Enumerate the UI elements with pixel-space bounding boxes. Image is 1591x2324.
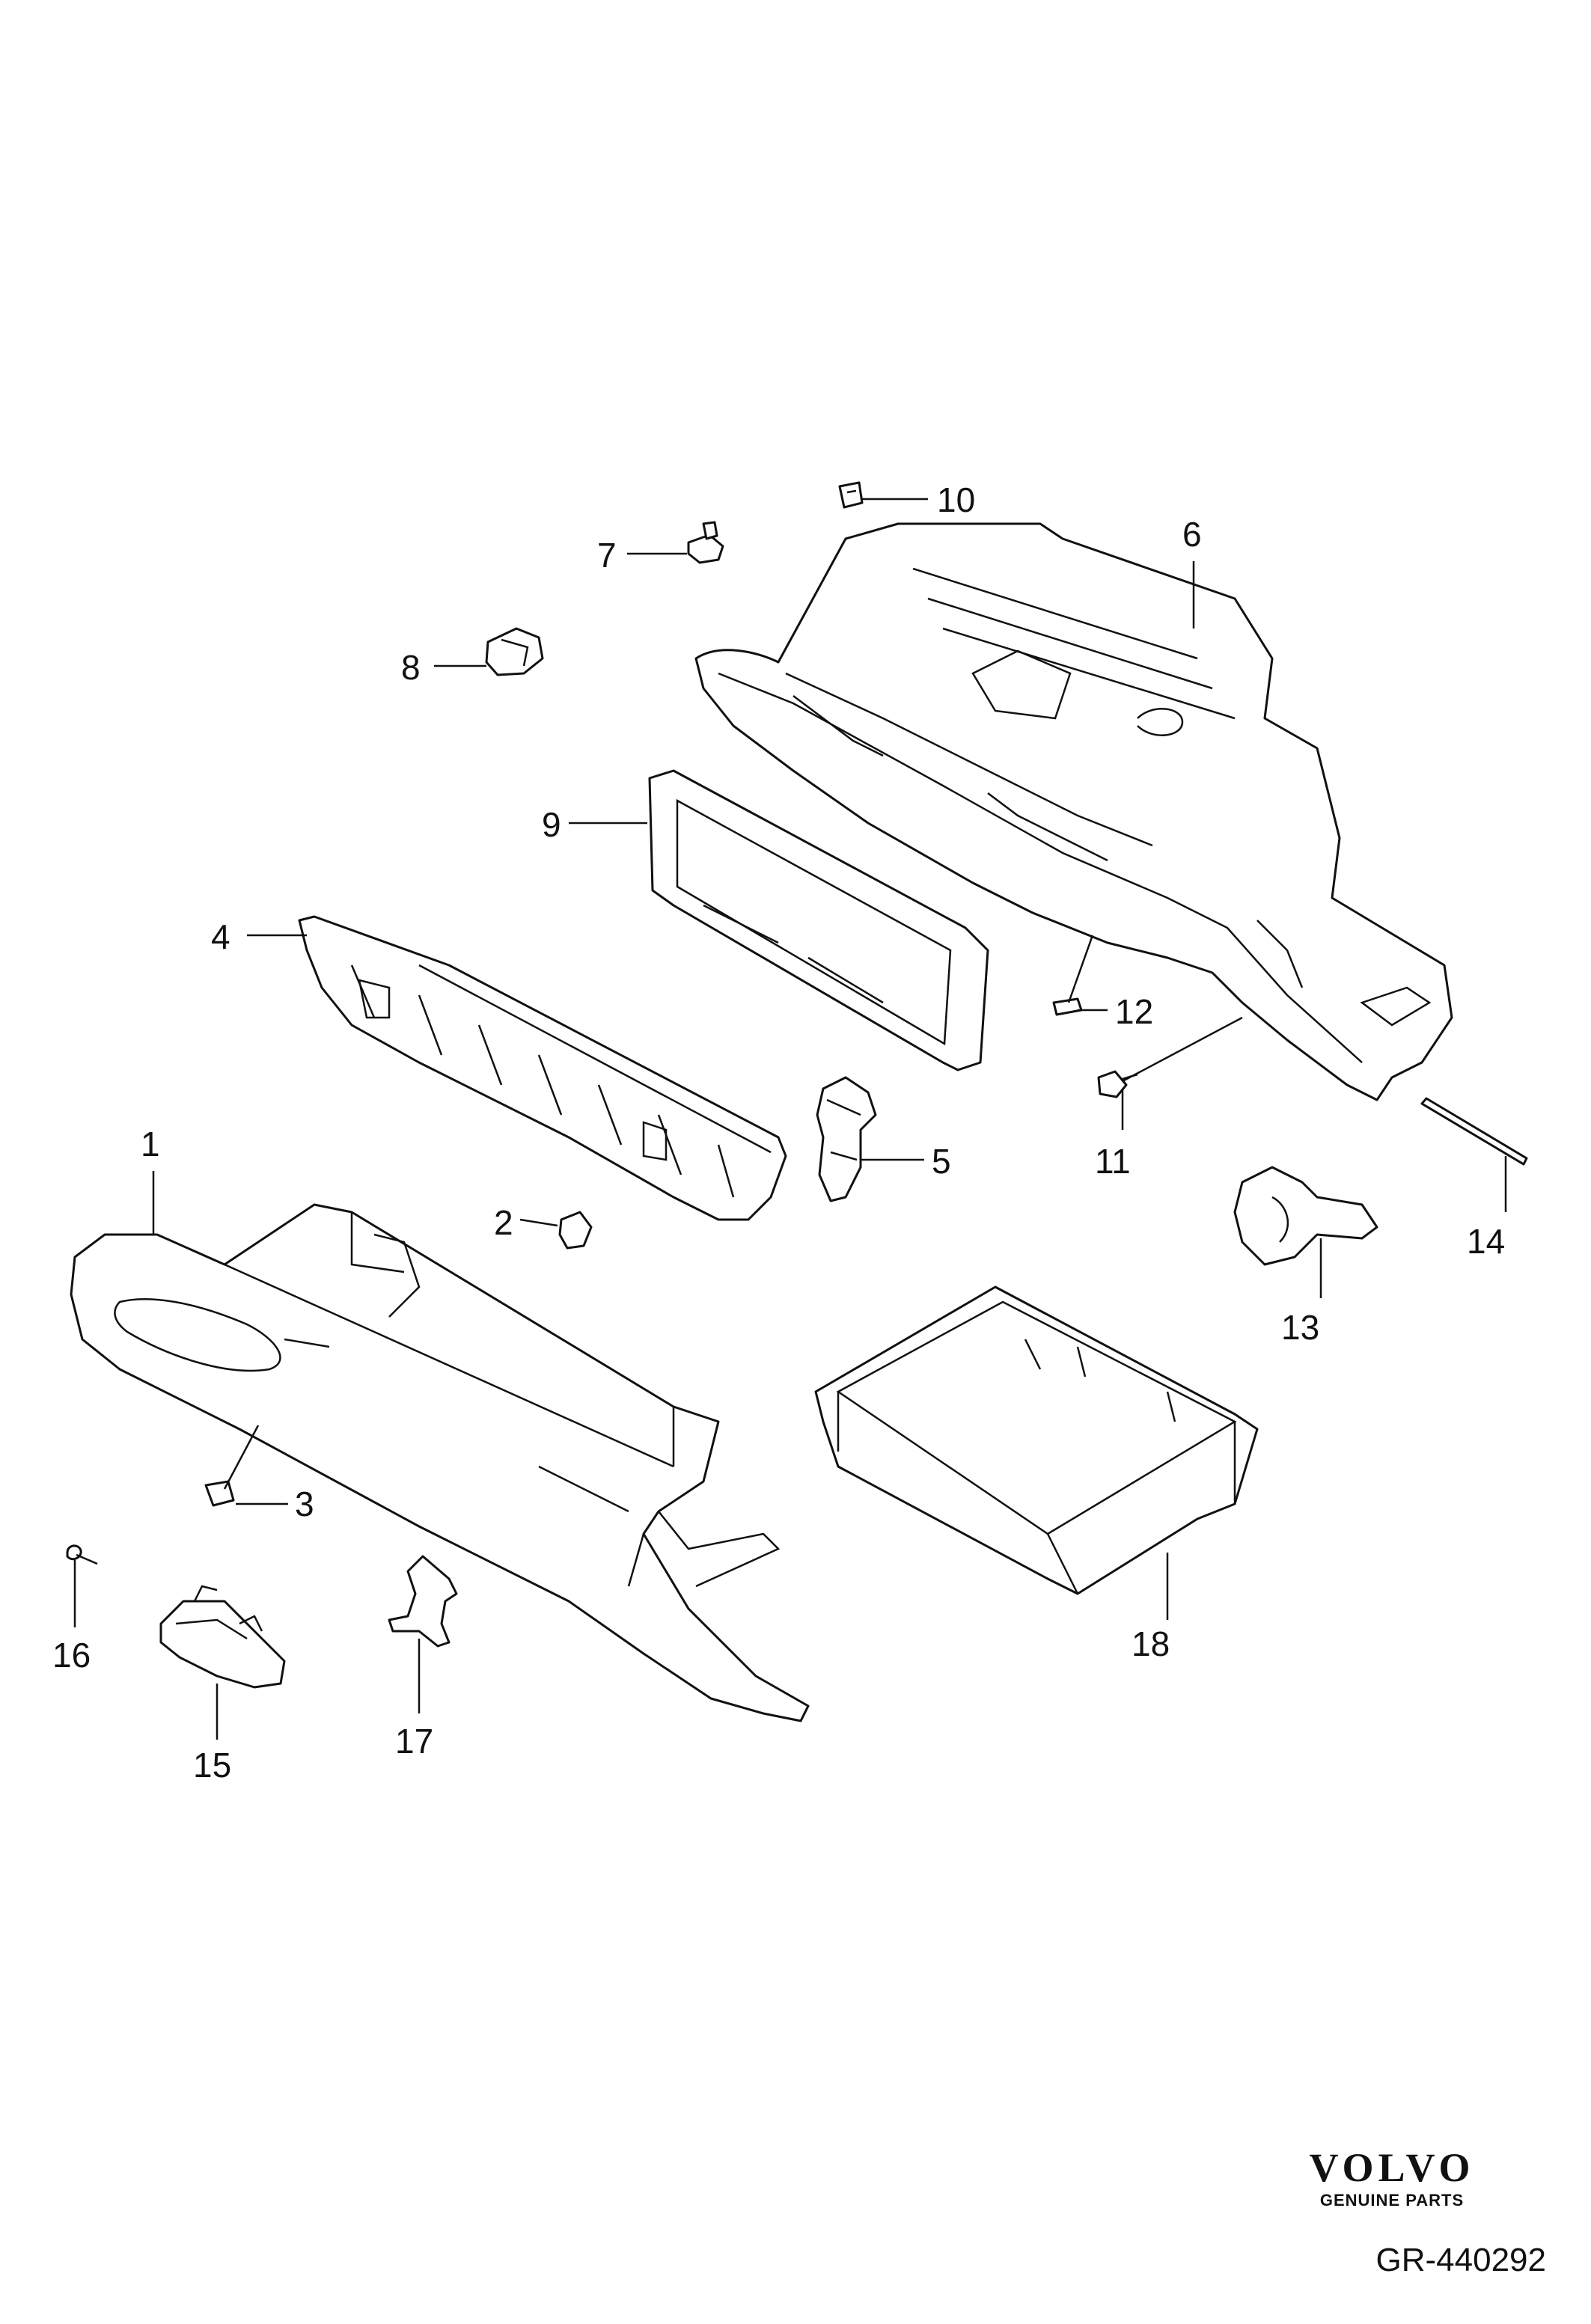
part-4-tray-insert — [298, 915, 787, 1221]
part-8-cap — [485, 627, 544, 676]
callout-12: 12 — [1115, 992, 1153, 1031]
callout-13: 13 — [1281, 1308, 1319, 1347]
callout-17: 17 — [395, 1722, 433, 1761]
part-9-frame — [648, 769, 989, 1071]
part-6-glovebox-housing — [694, 522, 1453, 1101]
callout-8: 8 — [401, 648, 421, 687]
callout-5: 5 — [932, 1142, 951, 1181]
volvo-logo: VOLVO — [1309, 2145, 1475, 2190]
callout-2: 2 — [494, 1203, 513, 1242]
part-1-glovebox-lid — [70, 1203, 810, 1722]
callout-18: 18 — [1132, 1624, 1170, 1663]
part-12-screw — [1052, 935, 1094, 1016]
part-16-screw — [66, 1544, 98, 1565]
callout-9: 9 — [542, 805, 561, 844]
brand-subtitle: GENUINE PARTS — [1319, 2191, 1465, 2210]
callout-10: 10 — [937, 480, 975, 519]
part-11-bolt — [1097, 1070, 1138, 1098]
leader-lines — [73, 498, 1507, 1740]
part-7-pin — [687, 521, 724, 564]
callout-4: 4 — [211, 917, 230, 956]
part-15-handle — [159, 1585, 286, 1689]
part-3-screw — [204, 1425, 260, 1507]
diagram-reference: GR-440292 — [1375, 2242, 1546, 2278]
callout-15: 15 — [193, 1746, 231, 1785]
part-18-storage-pan — [814, 1285, 1259, 1595]
callout-14: 14 — [1467, 1222, 1505, 1261]
part-5-latch — [816, 1076, 877, 1202]
part-17-spring-clip — [388, 1555, 458, 1648]
callout-1: 1 — [141, 1125, 160, 1163]
callout-7: 7 — [597, 536, 617, 575]
part-10-clip — [838, 481, 864, 509]
callout-3: 3 — [295, 1484, 314, 1523]
callout-11: 11 — [1095, 1142, 1131, 1181]
part-2-clip — [558, 1211, 593, 1250]
part-13-lock-cylinder — [1233, 1166, 1378, 1266]
part-14-rod — [1420, 1097, 1528, 1166]
callout-6: 6 — [1182, 515, 1202, 554]
callout-16: 16 — [52, 1636, 91, 1675]
